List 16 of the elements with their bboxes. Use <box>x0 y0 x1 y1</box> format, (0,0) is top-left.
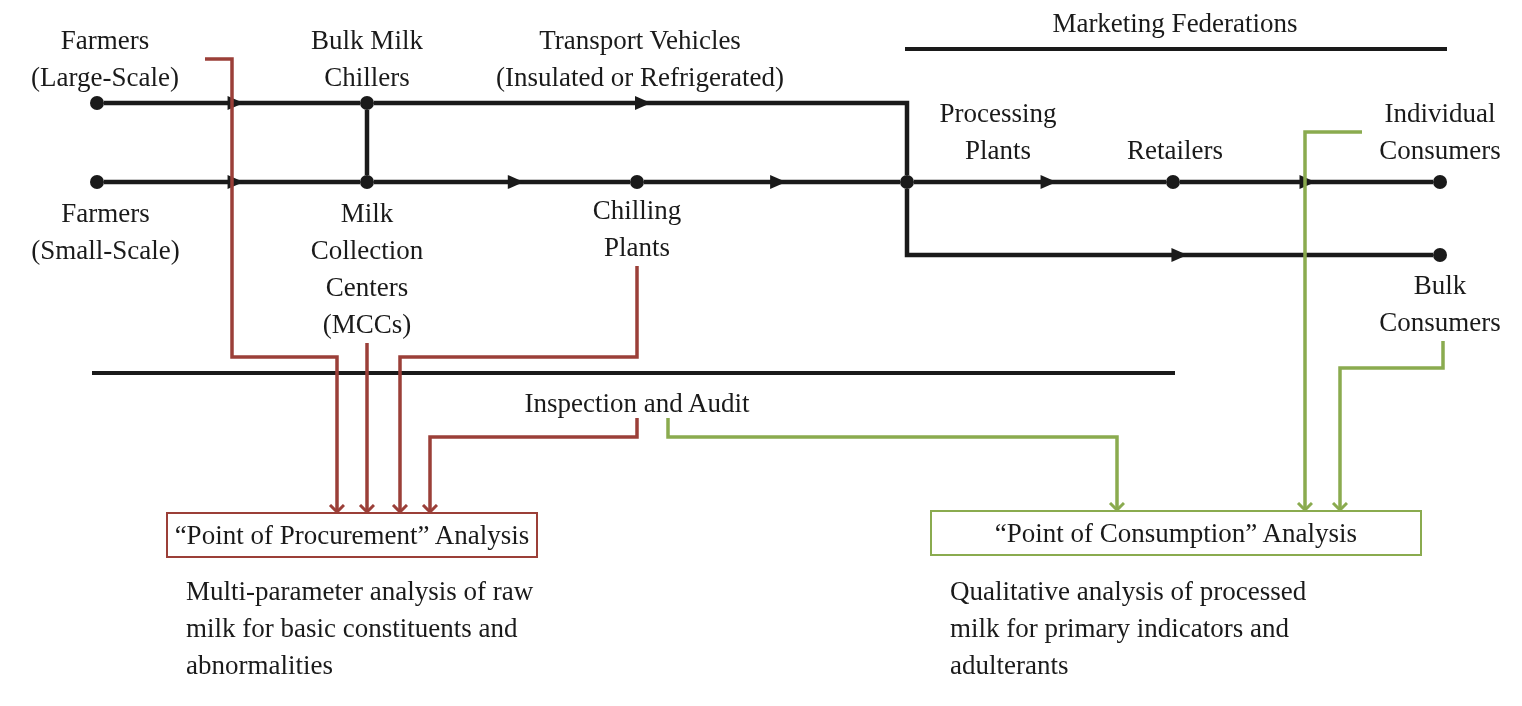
stage-label: Bulk Milk Chillers <box>287 22 447 96</box>
description-text: Multi-parameter analysis of raw milk for basic constituents and abnormalities <box>186 575 535 682</box>
analysis-box: “Point of Consumption” Analysis <box>930 510 1422 556</box>
stage-label: Bulk Consumers <box>1365 267 1515 341</box>
section-heading: Marketing Federations <box>1051 7 1299 40</box>
stage-label: Farmers (Large-Scale) <box>5 22 205 96</box>
edge-label: Transport Vehicles (Insulated or Refrigerated) <box>495 24 785 94</box>
description-text: Qualitative analysis of processed milk for primary indicators and adulterants <box>950 575 1308 682</box>
stage-label: Processing Plants <box>918 95 1078 169</box>
stage-label: Retailers <box>1105 132 1245 169</box>
stage-label: Chilling Plants <box>567 192 707 266</box>
stage-label: Milk Collection Centers (MCCs) <box>292 195 442 343</box>
stage-label: Farmers (Small-Scale) <box>3 195 208 269</box>
analysis-box: “Point of Procurement” Analysis <box>166 512 538 558</box>
stage-label: Individual Consumers <box>1362 95 1518 169</box>
stage-label: Inspection and Audit <box>490 388 784 418</box>
